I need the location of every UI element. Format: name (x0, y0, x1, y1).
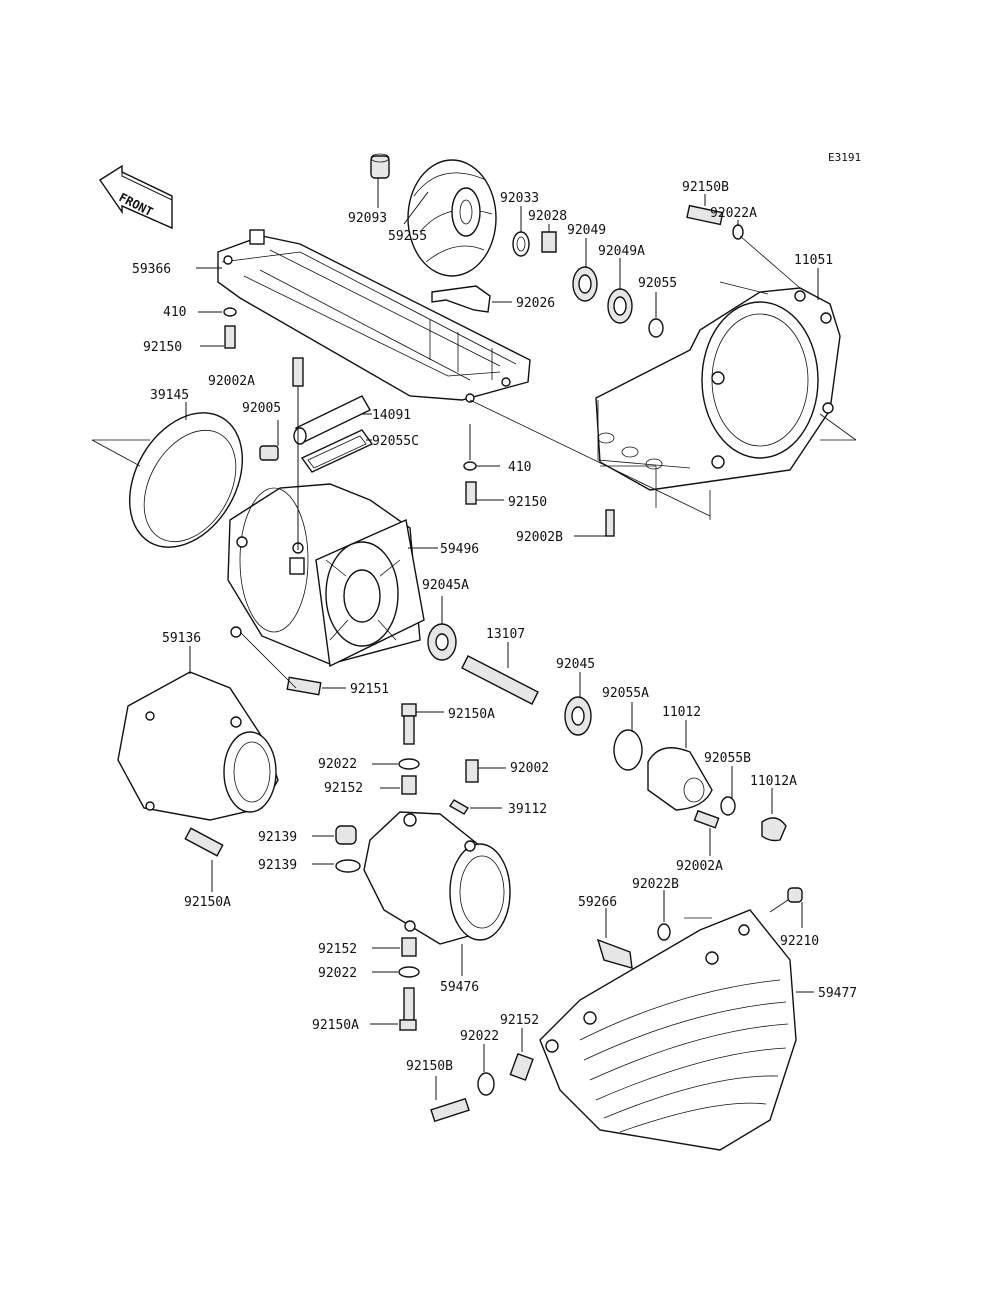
label-92152-bot: 92152 (500, 1013, 539, 1028)
front-direction-arrow: FRONT (99, 164, 173, 230)
label-59496: 59496 (440, 542, 479, 557)
label-59136: 59136 (162, 631, 201, 646)
label-59366: 59366 (132, 262, 171, 277)
label-92139-a: 92139 (258, 830, 297, 845)
label-14091: 14091 (372, 408, 411, 423)
label-92022A-top: 92022A (710, 206, 757, 221)
label-92139-b: 92139 (258, 858, 297, 873)
label-92055B: 92055B (704, 751, 751, 766)
label-92150B-top: 92150B (682, 180, 729, 195)
label-92026: 92026 (516, 296, 555, 311)
label-92002: 92002 (510, 761, 549, 776)
label-11051: 11051 (794, 253, 833, 268)
label-92150-mid: 92150 (508, 495, 547, 510)
diagram-code: E3191 (828, 151, 861, 164)
pump-case-part (595, 287, 841, 491)
label-92005: 92005 (242, 401, 281, 416)
label-92152-low: 92152 (318, 942, 357, 957)
label-13107: 13107 (486, 627, 525, 642)
label-92002A-low: 92002A (676, 859, 723, 874)
label-92022-mid: 92022 (318, 757, 357, 772)
fasteners (184, 204, 803, 1123)
plate-92026 (431, 285, 491, 313)
label-92002A-top: 92002A (208, 374, 255, 389)
part-labels: 92093 59255 92033 92028 92049 92049A 920… (132, 180, 857, 1074)
label-410-mid: 410 (508, 460, 531, 475)
label-92151: 92151 (350, 682, 389, 697)
impeller-part (407, 159, 497, 277)
label-92152-mid: 92152 (324, 781, 363, 796)
label-59255: 59255 (388, 229, 427, 244)
pump-body-part (227, 483, 425, 668)
ride-plate-part (217, 229, 531, 403)
gasket-92055C (300, 429, 374, 473)
label-92055: 92055 (638, 276, 677, 291)
label-11012: 11012 (662, 705, 701, 720)
label-92045: 92045 (556, 657, 595, 672)
label-92028: 92028 (528, 209, 567, 224)
label-92045A: 92045A (422, 578, 469, 593)
label-410-top: 410 (163, 305, 186, 320)
steering-nozzle-part (363, 811, 511, 945)
tube-14091 (293, 395, 374, 473)
label-92049: 92049 (567, 223, 606, 238)
label-92002B: 92002B (516, 530, 563, 545)
label-59266: 59266 (578, 895, 617, 910)
label-92150-top: 92150 (143, 340, 182, 355)
label-39112: 39112 (508, 802, 547, 817)
label-92022-bot: 92022 (460, 1029, 499, 1044)
label-92150A-mid: 92150A (448, 707, 495, 722)
label-92210: 92210 (780, 934, 819, 949)
label-92022B: 92022B (632, 877, 679, 892)
seal-stack (512, 231, 664, 338)
label-92033: 92033 (500, 191, 539, 206)
label-11012A: 11012A (750, 774, 797, 789)
label-92150B-bot: 92150B (406, 1059, 453, 1074)
label-59477: 59477 (818, 986, 857, 1001)
leader-lines (91, 178, 857, 1100)
label-92055C: 92055C (372, 434, 419, 449)
label-92049A: 92049A (598, 244, 645, 259)
nozzle-part (117, 671, 279, 821)
label-39145: 39145 (150, 388, 189, 403)
ring-39145 (128, 412, 244, 548)
label-92150A-left: 92150A (184, 895, 231, 910)
reverse-bucket-part (539, 909, 797, 1151)
label-92022-low: 92022 (318, 966, 357, 981)
cap-92093 (370, 153, 390, 179)
label-59476: 59476 (440, 980, 479, 995)
label-92093: 92093 (348, 211, 387, 226)
label-92150A-low: 92150A (312, 1018, 359, 1033)
label-92055A: 92055A (602, 686, 649, 701)
